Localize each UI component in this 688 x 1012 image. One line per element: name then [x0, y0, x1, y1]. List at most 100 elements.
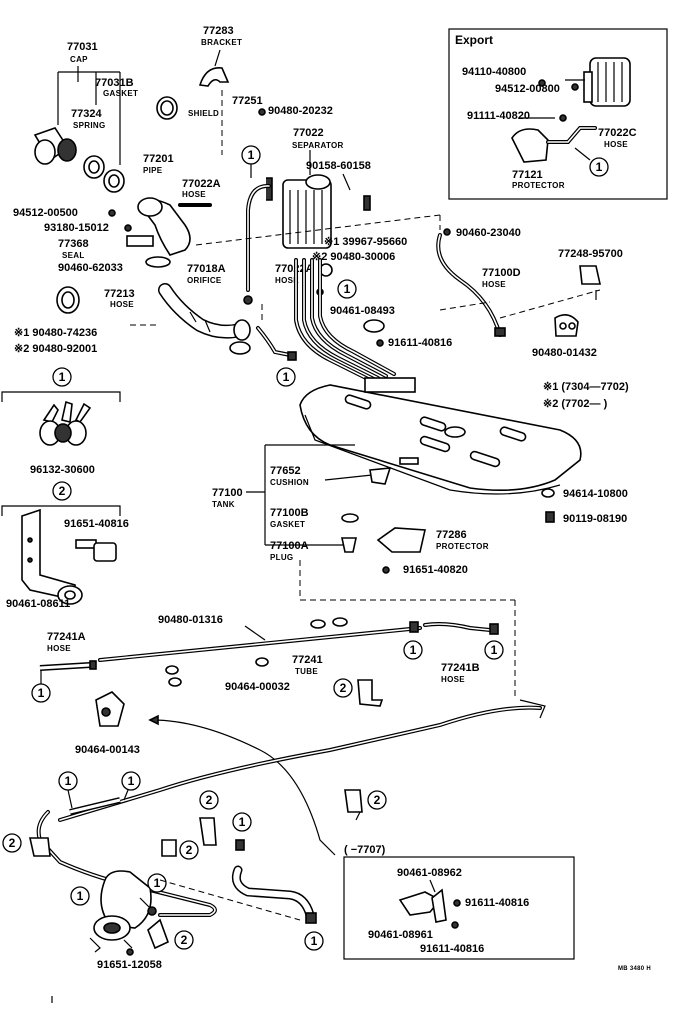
- clamp-icon: [95, 691, 125, 727]
- svg-text:2: 2: [374, 793, 381, 807]
- ref-circle-1: [484, 640, 504, 660]
- export-part-91111: 91111-40820: [467, 110, 530, 122]
- ref-box-2: 2 91651-40816 90461-08611: [1, 481, 129, 610]
- nut-icon: [538, 79, 546, 87]
- nut-icon: [571, 83, 579, 91]
- part-77368: 77368: [58, 238, 89, 250]
- part-90480-20232: 90480-20232: [268, 105, 333, 117]
- part-77248: 77248-95700: [558, 248, 623, 260]
- svg-text:2: 2: [340, 681, 347, 695]
- export-name-protector: PROTECTOR: [512, 181, 565, 190]
- ref-circle-1: [147, 873, 167, 893]
- export-part-94110: 94110-40800: [462, 66, 526, 78]
- part-139967: ※1 39967-95660: [324, 236, 407, 248]
- svg-text:1: 1: [491, 643, 498, 657]
- inset-box: [343, 856, 575, 960]
- filler-cap-icon: [33, 127, 125, 193]
- clamp-icon: [145, 256, 171, 268]
- part-290480-30006: ※2 90480-30006: [312, 251, 395, 263]
- part-77018a: 77018A: [187, 263, 226, 275]
- part-77241b: 77241B: [441, 662, 480, 674]
- svg-text:CUSHION: CUSHION: [270, 478, 309, 487]
- svg-text:SHIELD: SHIELD: [188, 109, 219, 118]
- clamp-icon: [39, 400, 92, 446]
- ref-circle-1: [121, 771, 141, 791]
- part-93180: 93180-15012: [44, 222, 109, 234]
- bracket-icon: [198, 67, 230, 87]
- svg-text:1: 1: [77, 889, 84, 903]
- svg-text:HOSE: HOSE: [275, 276, 299, 285]
- bracket-icon: [21, 508, 83, 605]
- seal-icon: [126, 235, 154, 247]
- export-box: [448, 28, 668, 200]
- svg-text:TUBE: TUBE: [295, 667, 318, 676]
- svg-text:1: 1: [344, 282, 351, 296]
- hose-clip-icon: [266, 177, 273, 201]
- svg-text:HOSE: HOSE: [182, 190, 206, 199]
- bottom-left-group: 1 1 2 2 2 1 1 1 2: [2, 771, 387, 971]
- svg-text:2: 2: [186, 843, 193, 857]
- bolt-icon: [75, 539, 117, 562]
- ref-circle-2: [333, 678, 353, 698]
- svg-text:BRACKET: BRACKET: [201, 38, 242, 47]
- svg-text:ORIFICE: ORIFICE: [187, 276, 222, 285]
- part-77100: 77100: [212, 487, 243, 499]
- valve-icon: [89, 870, 152, 953]
- svg-text:1: 1: [128, 774, 135, 788]
- svg-text:1: 1: [239, 815, 246, 829]
- part-91611-40816-top: 91611-40816: [388, 337, 452, 349]
- part-77031: 77031: [67, 41, 98, 53]
- part-77201: 77201: [143, 153, 174, 165]
- ref-circle-2: [179, 840, 199, 860]
- svg-text:1: 1: [596, 160, 603, 174]
- svg-text:TANK: TANK: [212, 500, 235, 509]
- ref-box-1: 1 96132-30600: [1, 367, 121, 476]
- part-90461-08611: 90461-08611: [6, 598, 70, 610]
- ref-circle-1: [232, 812, 252, 832]
- part-190480-74236: ※1 90480-74236: [14, 327, 97, 339]
- svg-text:HOSE: HOSE: [441, 675, 465, 684]
- part-77652: 77652: [270, 465, 301, 477]
- svg-text:1: 1: [38, 686, 45, 700]
- ref-circle-1: [52, 367, 72, 387]
- svg-text:1: 1: [283, 370, 290, 384]
- part-77100b: 77100B: [270, 507, 309, 519]
- part-90460-62033: 90460-62033: [58, 262, 123, 274]
- evap-lines: [294, 258, 396, 382]
- part-77241: 77241: [292, 654, 323, 666]
- fuel-tank-icon: [299, 377, 582, 495]
- ref-circle-1: [403, 640, 423, 660]
- bolt-icon: [559, 114, 567, 122]
- separator-icon: [282, 174, 332, 249]
- ref-circle-1: [304, 931, 324, 951]
- part-90461-08493: 90461-08493: [330, 305, 395, 317]
- tank-callouts: 77652 CUSHION 77100 TANK 77100B GASKET 7…: [212, 444, 628, 576]
- part-90158: 90158-60158: [306, 160, 371, 172]
- filler-cap-group: 77031 CAP 77031B GASKET 77324 SPRING 772…: [13, 25, 629, 410]
- export-part-77022c: 77022C: [598, 127, 637, 139]
- svg-text:HOSE: HOSE: [47, 644, 71, 653]
- part-90464-00143: 90464-00143: [75, 744, 140, 756]
- part-91611-40816-inset-a: 91611-40816: [465, 897, 529, 909]
- svg-text:1: 1: [65, 774, 72, 788]
- svg-text:SEAL: SEAL: [62, 251, 85, 260]
- part-77100d: 77100D: [482, 267, 521, 279]
- svg-text:1: 1: [248, 148, 255, 162]
- svg-text:HOSE: HOSE: [110, 300, 134, 309]
- canister-icon: [583, 57, 631, 107]
- export-inset: Export 94110-40800 94512-00800 91111-408…: [448, 28, 668, 200]
- part-77022a-top: 77022A: [182, 178, 221, 190]
- part-90461-08961: 90461-08961: [368, 929, 433, 941]
- part-77022: 77022: [293, 127, 324, 139]
- export-name-hose: HOSE: [604, 140, 628, 149]
- bolt-icon: [363, 195, 371, 211]
- svg-text:1: 1: [410, 643, 417, 657]
- ref-circle-2: [174, 930, 194, 950]
- protector-icon: [511, 126, 597, 163]
- svg-text:1: 1: [59, 370, 66, 384]
- part-77241a: 77241A: [47, 631, 86, 643]
- filler-pipe-icon: [137, 197, 212, 256]
- export-title: Export: [455, 33, 493, 47]
- part-77283: 77283: [203, 25, 234, 37]
